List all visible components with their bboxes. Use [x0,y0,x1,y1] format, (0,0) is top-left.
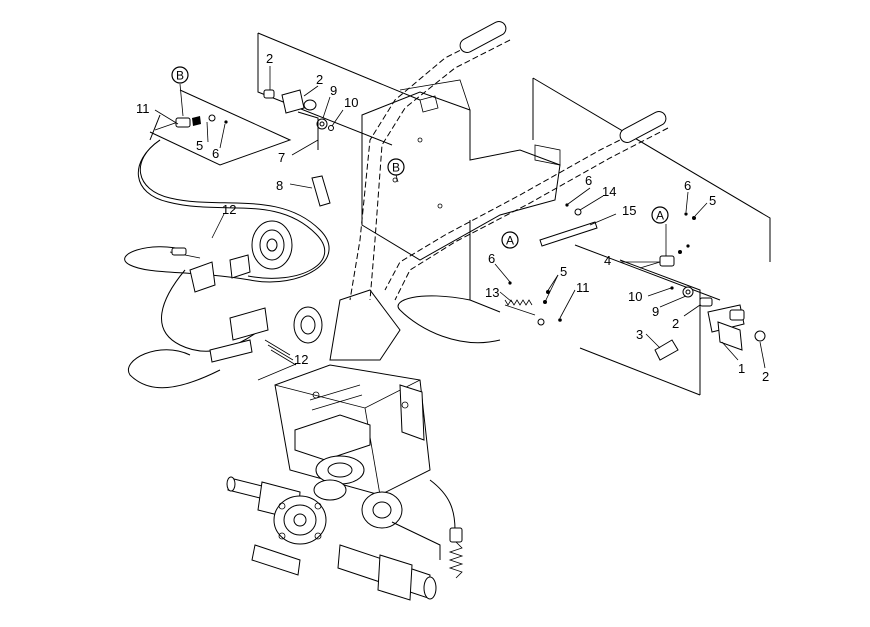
part-label-14: 14 [602,184,616,199]
part-label-2-far: 2 [762,369,769,384]
part-label-2-b: 2 [316,72,323,87]
part-label-9-top: 9 [330,83,337,98]
callout-a-bracket-label: A [506,234,514,248]
part-label-7: 7 [278,150,285,165]
tensioner-assembly [169,220,323,366]
detail-b-hardware [154,89,334,207]
part-label-4: 4 [604,253,611,268]
part-label-10-right: 10 [628,289,642,304]
part-label-11-mid: 11 [576,280,590,295]
part-number-labels: 11 5 6 2 2 9 10 7 8 12 12 6 14 15 6 5 4 … [136,51,769,384]
part-label-6-left: 6 [488,251,495,266]
axle-assembly [226,476,437,601]
part-label-2-right: 2 [672,316,679,331]
part-label-5-right: 5 [709,193,716,208]
callout-b-frame-label: B [392,161,400,175]
part-label-5-top: 5 [196,138,203,153]
handlebar-assembly [329,21,669,361]
part-label-10-top: 10 [344,95,358,110]
transmission-body [274,364,431,501]
callout-a-bracket: A [501,231,519,249]
part-label-6-top: 6 [212,146,219,161]
callout-b-top-label: B [176,69,184,83]
part-label-15: 15 [622,203,636,218]
callout-b-top: B [171,66,189,84]
part-label-12-bottom: 12 [294,352,308,367]
part-label-9-right: 9 [652,304,659,319]
part-label-11-top: 11 [136,101,150,116]
part-label-6-right: 6 [684,178,691,193]
callout-a-right: A [651,206,669,224]
part-label-13: 13 [485,285,499,300]
part-label-12-top: 12 [222,202,236,217]
part-label-6-mid: 6 [585,173,592,188]
detail-a-hardware [504,203,766,361]
callout-a-right-label: A [656,209,664,223]
part-label-2-a: 2 [266,51,273,66]
cable-routing [124,114,501,531]
part-label-8: 8 [276,178,283,193]
leader-lines [154,66,766,381]
callout-b-frame: B [387,158,405,176]
bottom-cable-spring [391,521,464,579]
control-panel-frame [361,79,561,261]
part-label-5-mid: 5 [560,264,567,279]
part-label-1: 1 [738,361,745,376]
part-label-3: 3 [636,327,643,342]
